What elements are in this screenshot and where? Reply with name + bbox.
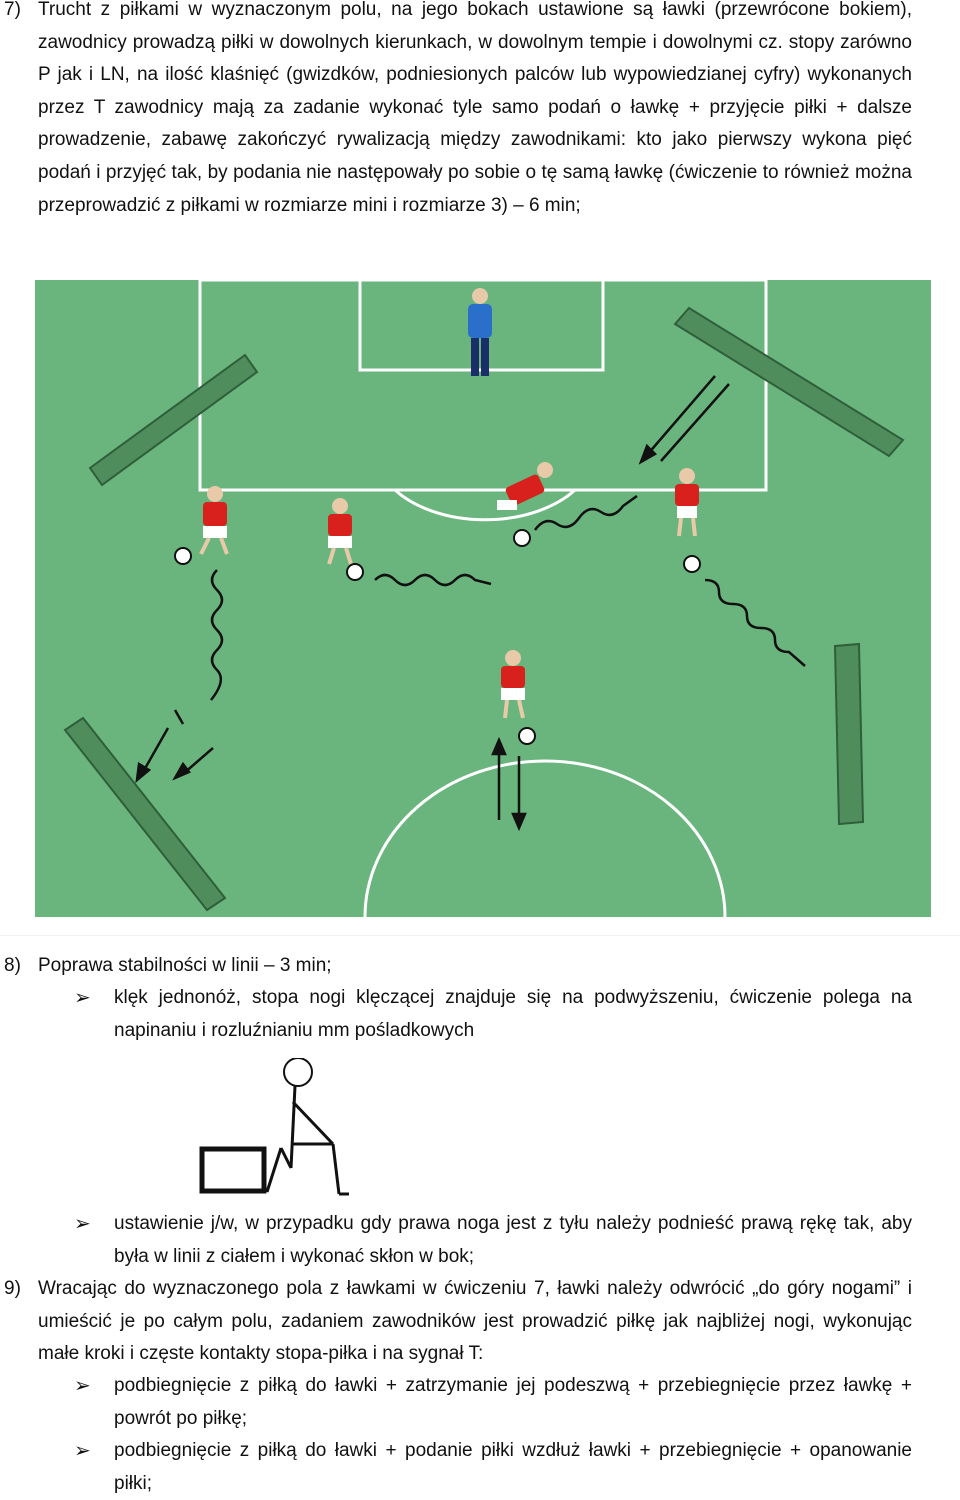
bench-top-right xyxy=(673,306,905,458)
bench-top-left xyxy=(88,353,259,487)
penalty-arc xyxy=(393,488,577,522)
kneeling-figure-illustration xyxy=(199,1058,349,1196)
section-9-bullet-2: ➢ podbiegnięcie z piłką do ławki + podan… xyxy=(74,1435,912,1500)
bench-bottom-left xyxy=(63,716,227,912)
dribble-path xyxy=(704,578,806,667)
arrow-bullet-icon: ➢ xyxy=(74,1375,91,1397)
section-7-text: Trucht z piłkami w wyznaczonym polu, na … xyxy=(38,0,912,216)
section-9-text: Wracając do wyznaczonego pola z ławkami … xyxy=(38,1278,912,1365)
section-8-number: 8) xyxy=(4,955,21,976)
arrow-bullet-icon: ➢ xyxy=(74,1213,91,1235)
ball-icon xyxy=(346,563,364,581)
bullet-text: ustawienie j/w, w przypadku gdy prawa no… xyxy=(114,1213,912,1267)
pass-arrows xyxy=(135,375,730,832)
dribble-path xyxy=(533,494,638,531)
ball-icon xyxy=(513,529,531,547)
bullet-text: klęk jednonóż, stopa nogi klęczącej znaj… xyxy=(114,987,912,1041)
section-7-number: 7) xyxy=(4,0,21,20)
training-pitch-diagram xyxy=(35,280,931,917)
arrow-bullet-icon: ➢ xyxy=(74,987,91,1009)
section-9-bullet-1: ➢ podbiegnięcie z piłką do ławki + zatrz… xyxy=(74,1370,912,1435)
dribble-path xyxy=(210,569,224,701)
center-circle xyxy=(363,759,727,917)
diagram-divider xyxy=(0,935,960,946)
player-3 xyxy=(497,462,553,547)
player-1 xyxy=(174,486,229,565)
ball-icon xyxy=(174,547,192,565)
section-8: 8) Poprawa stabilności w linii – 3 min; xyxy=(0,950,912,983)
dribble-path xyxy=(374,573,492,587)
bullet-text: podbiegnięcie z piłką do ławki + zatrzym… xyxy=(114,1375,912,1429)
head-icon xyxy=(283,1058,313,1087)
ball-icon xyxy=(683,555,701,573)
section-8-bullet-1: ➢ klęk jednonóż, stopa nogi klęczącej zn… xyxy=(74,982,912,1047)
section-9: 9) Wracając do wyznaczonego pola z ławka… xyxy=(0,1273,912,1371)
coach-figure xyxy=(468,288,492,376)
bench-right xyxy=(833,642,865,826)
arrow-bullet-icon: ➢ xyxy=(74,1440,91,1462)
section-9-number: 9) xyxy=(4,1278,21,1299)
player-5 xyxy=(501,650,536,745)
section-7: 7) Trucht z piłkami w wyznaczonym polu, … xyxy=(0,0,912,222)
section-8-bullet-2: ➢ ustawienie j/w, w przypadku gdy prawa … xyxy=(74,1208,912,1273)
player-4 xyxy=(675,468,701,573)
ball-icon xyxy=(518,727,536,745)
elevation-box xyxy=(199,1146,267,1194)
penalty-area-line xyxy=(198,280,768,492)
bullet-text: podbiegnięcie z piłką do ławki + podanie… xyxy=(114,1440,912,1494)
player-2 xyxy=(327,498,364,581)
section-8-text: Poprawa stabilności w linii – 3 min; xyxy=(38,955,332,976)
